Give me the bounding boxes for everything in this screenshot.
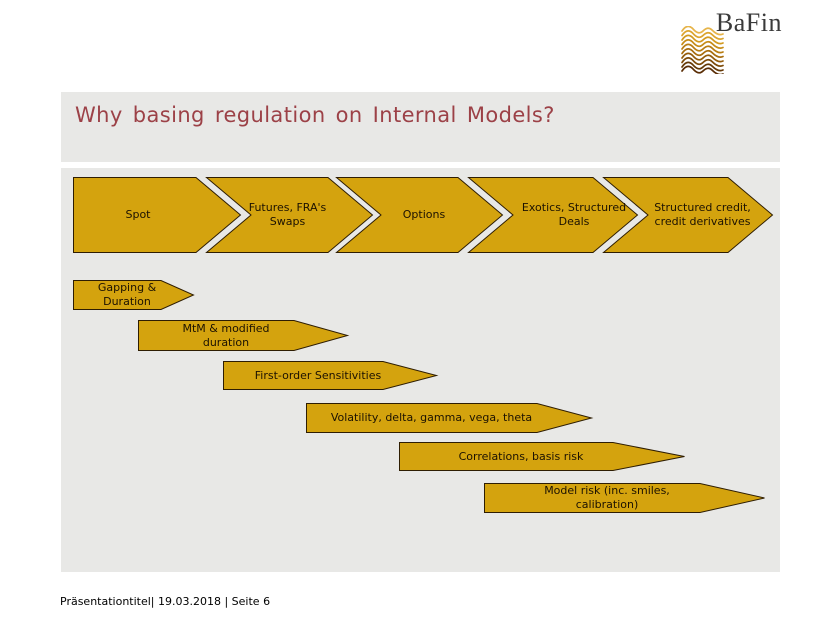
- pentagon-arrow-shape: [73, 177, 242, 253]
- pentagon-arrow-shape: [399, 442, 685, 471]
- arrow-label: First-order Sensitivities: [254, 368, 382, 382]
- pentagon-arrow-shape: [73, 280, 195, 310]
- bafin-wordmark: BaFin: [715, 8, 782, 37]
- arrow-label: Gapping & Duration: [97, 281, 157, 308]
- chevron-label: Options: [402, 208, 446, 222]
- chevron-arrow-shape: [335, 177, 504, 253]
- pentagon-arrow-shape: [484, 483, 765, 513]
- arrow-label: Volatility, delta, gamma, vega, theta: [330, 411, 533, 425]
- chevron-label: Futures, FRA's Swaps: [248, 201, 327, 228]
- arrow-volatility-greeks: Volatility, delta, gamma, vega, theta: [306, 403, 594, 433]
- chevron-label: Spot: [125, 208, 151, 222]
- arrow-label: MtM & modified duration: [182, 321, 270, 349]
- chevron-futures-fras-swaps: Futures, FRA's Swaps: [205, 177, 374, 253]
- chevron-spot: Spot: [73, 177, 242, 253]
- slide-footer: Präsentationtitel| 19.03.2018 | Seite 6: [60, 595, 271, 608]
- arrow-label: Correlations, basis risk: [458, 449, 584, 463]
- chevron-exotics-structured-deals: Exotics, Structured Deals: [467, 177, 639, 253]
- pentagon-arrow-shape: [138, 320, 350, 351]
- chevron-structured-credit: Structured credit, credit derivatives: [602, 177, 774, 253]
- pentagon-arrow-shape: [223, 361, 439, 390]
- chevron-arrow-shape: [602, 177, 774, 253]
- chevron-options: Options: [335, 177, 504, 253]
- bafin-waves-icon: [681, 26, 724, 74]
- pentagon-arrow-shape: [306, 403, 594, 433]
- arrow-first-order-sensitivities: First-order Sensitivities: [223, 361, 439, 390]
- arrow-model-risk: Model risk (inc. smiles, calibration): [484, 483, 765, 513]
- diagram-canvas: Spot Futures, FRA's Swaps Options Exotic…: [61, 168, 780, 572]
- arrow-mtm-modified-duration: MtM & modified duration: [138, 320, 350, 351]
- page-title: Why basing regulation on Internal Models…: [75, 103, 555, 127]
- chevron-arrow-shape: [205, 177, 374, 253]
- bafin-logo: BaFin: [680, 8, 782, 74]
- arrow-correlations-basis-risk: Correlations, basis risk: [399, 442, 685, 471]
- chevron-arrow-shape: [467, 177, 639, 253]
- arrow-label: Model risk (inc. smiles, calibration): [544, 484, 670, 511]
- arrow-gapping-duration: Gapping & Duration: [73, 280, 195, 310]
- chevron-label: Structured credit, credit derivatives: [654, 201, 751, 228]
- title-band: Why basing regulation on Internal Models…: [61, 92, 780, 162]
- chevron-label: Exotics, Structured Deals: [521, 201, 627, 228]
